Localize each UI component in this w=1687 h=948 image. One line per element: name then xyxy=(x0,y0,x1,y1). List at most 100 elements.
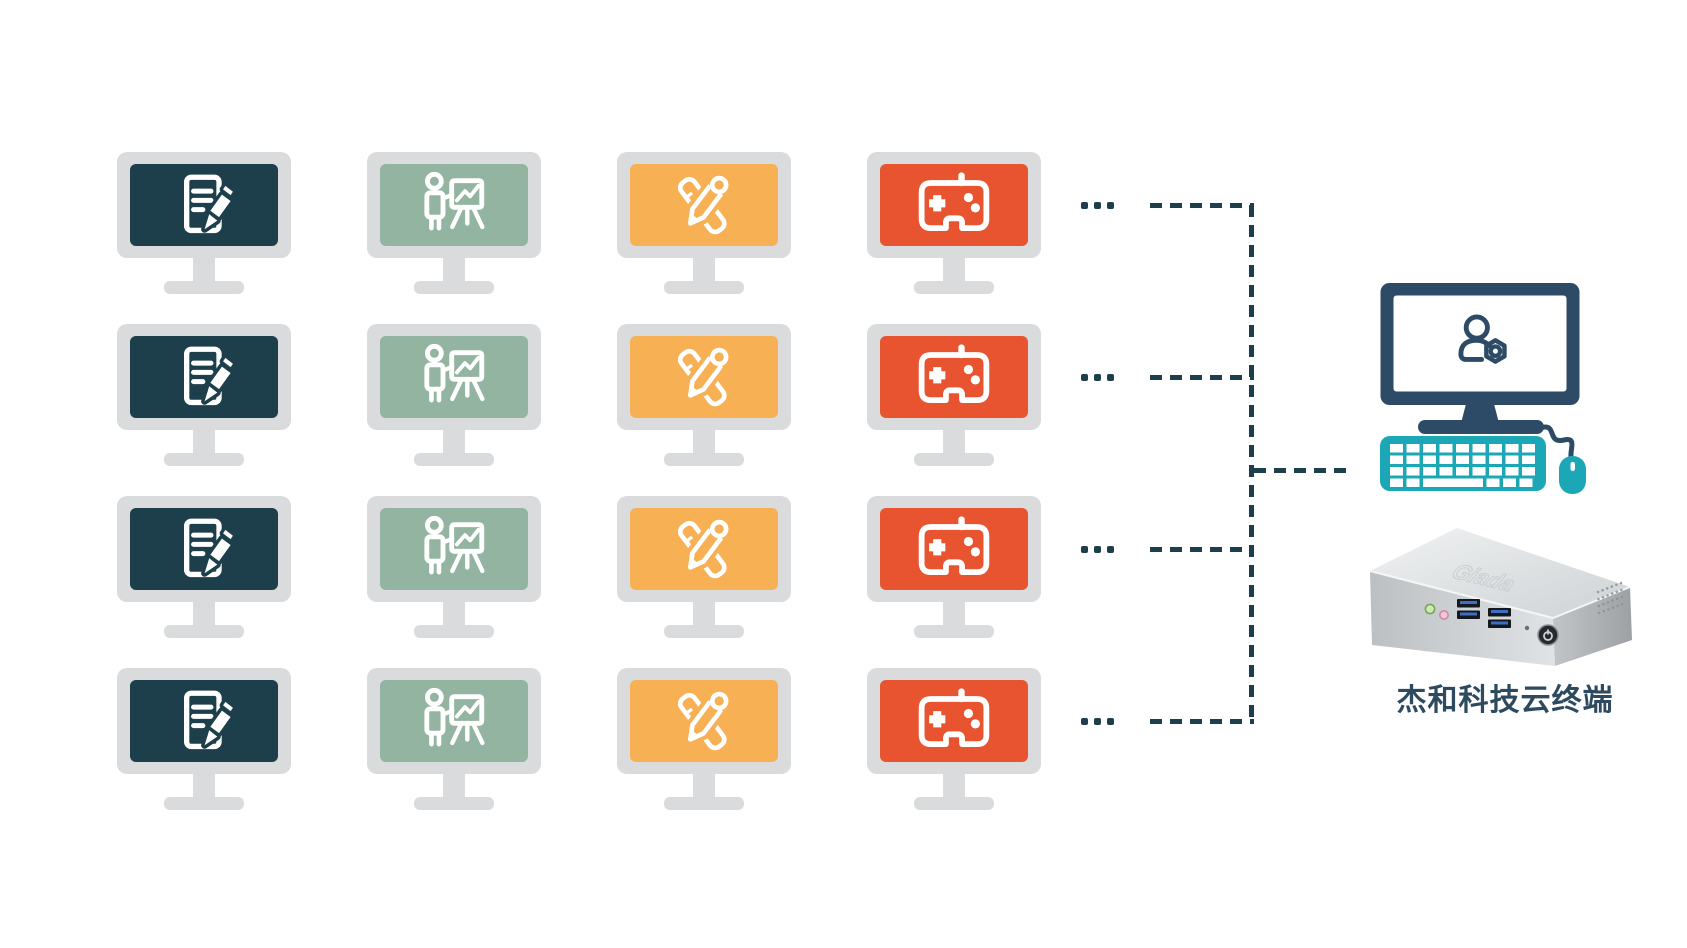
document-edit-icon xyxy=(167,512,241,586)
monitor-bezel xyxy=(617,324,791,430)
monitor-stand-base xyxy=(414,281,494,294)
connector-line-row-4 xyxy=(1150,718,1254,724)
monitor-screen-gaming xyxy=(880,508,1028,590)
monitor-stand-neck xyxy=(943,774,965,799)
monitor-stand-neck xyxy=(693,602,715,627)
monitor-stand-base xyxy=(664,797,744,810)
row-ellipsis xyxy=(1081,201,1114,209)
monitor-stand-neck xyxy=(693,430,715,455)
client-monitor-presentation xyxy=(367,152,541,294)
monitor-bezel xyxy=(117,496,291,602)
client-monitor-gaming xyxy=(867,668,1041,810)
mini-pc-graphic: Giada xyxy=(1369,528,1632,666)
admin-monitor-base xyxy=(1418,420,1544,434)
monitor-stand-base xyxy=(164,281,244,294)
gamepad-icon xyxy=(917,684,991,758)
keyboard-bottom-row xyxy=(1390,478,1533,487)
monitor-screen-presentation xyxy=(380,508,528,590)
row-ellipsis xyxy=(1081,717,1114,725)
vent-holes xyxy=(1596,581,1624,615)
monitor-stand-neck xyxy=(693,258,715,283)
admin-monitor-screen xyxy=(1393,295,1567,392)
monitor-screen-design xyxy=(630,336,778,418)
mouse-cable xyxy=(1537,424,1575,460)
monitor-bezel xyxy=(617,668,791,774)
mini-pc-front-ports xyxy=(1424,599,1559,646)
admin-monitor-neck xyxy=(1461,404,1499,423)
monitor-stand-base xyxy=(664,453,744,466)
monitor-stand-neck xyxy=(193,258,215,283)
design-tools-icon xyxy=(667,168,741,242)
client-monitor-office xyxy=(117,324,291,466)
client-monitor-presentation xyxy=(367,496,541,638)
monitor-stand-base xyxy=(914,281,994,294)
monitor-bezel xyxy=(117,668,291,774)
connector-line-vertical xyxy=(1249,205,1254,721)
monitor-screen-design xyxy=(630,680,778,762)
monitor-stand-neck xyxy=(943,602,965,627)
client-monitor-presentation xyxy=(367,324,541,466)
monitor-stand-base xyxy=(914,453,994,466)
monitor-stand-base xyxy=(664,281,744,294)
monitor-screen-presentation xyxy=(380,680,528,762)
monitor-bezel xyxy=(617,496,791,602)
monitor-bezel xyxy=(867,152,1041,258)
monitor-bezel xyxy=(867,668,1041,774)
monitor-stand-base xyxy=(414,797,494,810)
presentation-icon xyxy=(417,168,491,242)
presentation-icon xyxy=(417,340,491,414)
monitor-stand-base xyxy=(664,625,744,638)
monitor-stand-base xyxy=(414,453,494,466)
client-monitor-design xyxy=(617,324,791,466)
monitor-screen-design xyxy=(630,508,778,590)
keyboard xyxy=(1380,436,1546,491)
monitor-stand-base xyxy=(914,797,994,810)
monitor-stand-base xyxy=(164,625,244,638)
design-tools-icon xyxy=(667,512,741,586)
document-edit-icon xyxy=(167,168,241,242)
client-monitor-design xyxy=(617,152,791,294)
audio-jack xyxy=(1424,603,1436,615)
power-button xyxy=(1537,624,1559,646)
document-edit-icon xyxy=(167,340,241,414)
admin-workstation xyxy=(1380,283,1592,498)
monitor-stand-neck xyxy=(193,774,215,799)
monitor-screen-gaming xyxy=(880,680,1028,762)
presentation-icon xyxy=(417,512,491,586)
monitor-bezel xyxy=(367,668,541,774)
monitor-stand-neck xyxy=(443,602,465,627)
client-monitor-office xyxy=(117,496,291,638)
gamepad-icon xyxy=(917,512,991,586)
monitor-screen-design xyxy=(630,164,778,246)
presentation-icon xyxy=(417,684,491,758)
monitor-bezel xyxy=(117,152,291,258)
monitor-stand-neck xyxy=(193,602,215,627)
design-tools-icon xyxy=(667,684,741,758)
led-indicator xyxy=(1524,625,1530,631)
device-caption: 杰和科技云终端 xyxy=(1396,684,1614,717)
gamepad-icon xyxy=(917,340,991,414)
client-monitor-office xyxy=(117,152,291,294)
mouse xyxy=(1559,456,1586,494)
monitor-bezel xyxy=(867,496,1041,602)
mini-pc-top-face xyxy=(1370,528,1630,618)
monitor-stand-neck xyxy=(193,430,215,455)
monitor-stand-neck xyxy=(943,430,965,455)
client-monitor-gaming xyxy=(867,324,1041,466)
monitor-stand-base xyxy=(914,625,994,638)
connector-line-to-server xyxy=(1254,468,1354,473)
client-monitor-presentation xyxy=(367,668,541,810)
monitor-bezel xyxy=(117,324,291,430)
monitor-screen-presentation xyxy=(380,164,528,246)
monitor-stand-neck xyxy=(443,258,465,283)
monitor-bezel xyxy=(367,496,541,602)
monitor-stand-base xyxy=(164,453,244,466)
keyboard-keys xyxy=(1390,444,1536,477)
monitor-bezel xyxy=(367,152,541,258)
monitor-bezel xyxy=(367,324,541,430)
connector-line-row-2 xyxy=(1150,374,1254,380)
monitor-screen-office xyxy=(130,680,278,762)
cloud-terminal-device: Giada xyxy=(1362,518,1642,673)
connector-line-row-1 xyxy=(1150,202,1254,208)
